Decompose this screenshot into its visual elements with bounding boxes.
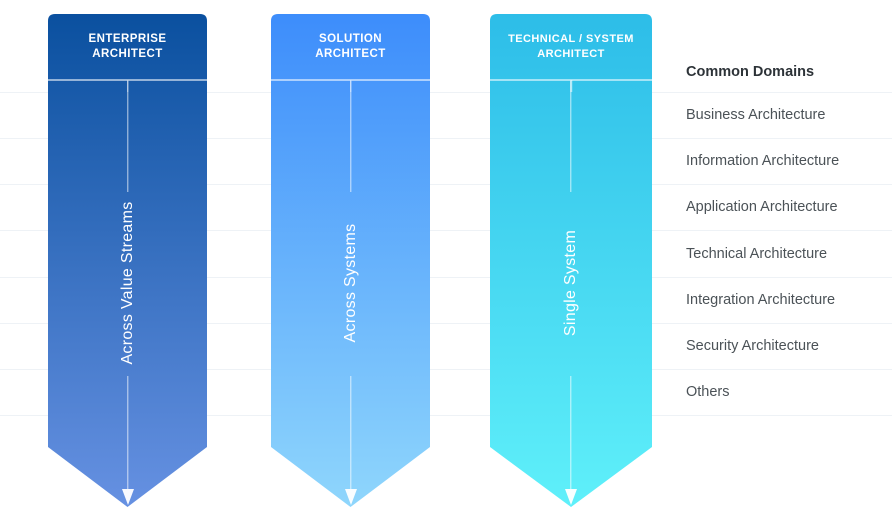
column-technical-system-architect[interactable]: TECHNICAL / SYSTEM ARCHITECT Single Syste… (490, 14, 652, 507)
domain-list-item-row[interactable]: Information Architecture (686, 150, 892, 172)
column-header-technical-system-architect: TECHNICAL / SYSTEM ARCHITECT (490, 14, 652, 79)
domain-list-item-label: Application Architecture (686, 199, 838, 215)
arrow-line-lower-technical-system-architect (570, 376, 572, 489)
arrow-head-solution-architect (344, 489, 357, 505)
column-caption-solution-architect: Across Systems (341, 223, 359, 343)
column-header-enterprise-architect: ENTERPRISE ARCHITECT (48, 14, 207, 79)
column-enterprise-architect[interactable]: ENTERPRISE ARCHITECT Across Value Streams (48, 14, 207, 507)
gridline-5 (0, 277, 892, 278)
column-caption-technical-system-architect: Single System (562, 229, 579, 337)
domain-list-item-row[interactable]: Integration Architecture (686, 289, 892, 311)
arrow-line-upper-solution-architect (349, 81, 352, 192)
column-shape-enterprise-architect (48, 14, 207, 507)
header-divider-enterprise-architect (48, 79, 207, 81)
column-header-solution-architect: SOLUTION ARCHITECT (271, 14, 430, 79)
arrow-line-upper-enterprise-architect (126, 81, 129, 192)
domain-list-item-label: Integration Architecture (686, 292, 836, 308)
domain-list-item-row[interactable]: Business Architecture (686, 104, 892, 126)
arrow-line-upper-technical-system-architect (570, 81, 572, 192)
gridline-3 (0, 184, 892, 185)
domain-list-item-label: Security Architecture (686, 338, 819, 354)
domain-list-item-label: Business Architecture (686, 107, 826, 123)
column-caption-enterprise-architect: Across Value Streams (118, 201, 136, 365)
gridline-4 (0, 230, 892, 231)
column-title-enterprise-architect: ENTERPRISE ARCHITECT (88, 33, 167, 60)
domain-list-item-label: Others (686, 384, 730, 400)
arrow-line-lower-enterprise-architect (126, 376, 129, 489)
gridline-7 (0, 369, 892, 370)
domain-list-item-row[interactable]: Application Architecture (686, 196, 892, 218)
gridline-1 (0, 92, 892, 93)
column-solution-architect[interactable]: SOLUTION ARCHITECT Across Systems (271, 14, 430, 507)
domain-list-heading-row: Common Domains (686, 61, 892, 83)
domain-list-item-label: Information Architecture (686, 153, 840, 169)
column-title-technical-system-architect: TECHNICAL / SYSTEM ARCHITECT (508, 33, 634, 60)
header-divider-solution-architect (271, 79, 430, 81)
arrow-head-enterprise-architect (121, 489, 134, 505)
column-title-solution-architect: SOLUTION ARCHITECT (315, 33, 386, 60)
column-shape-technical-system-architect (490, 14, 652, 507)
domain-list-item-row[interactable]: Others (686, 381, 892, 403)
domain-list-item-row[interactable]: Security Architecture (686, 335, 892, 357)
gridline-2 (0, 138, 892, 139)
header-divider-technical-system-architect (490, 79, 652, 81)
domain-list-heading: Common Domains (686, 64, 815, 80)
arrow-line-lower-solution-architect (349, 376, 352, 489)
gridline-8 (0, 415, 892, 416)
gridline-6 (0, 323, 892, 324)
domain-list-item-row[interactable]: Technical Architecture (686, 243, 892, 265)
domain-list-item-label: Technical Architecture (686, 245, 828, 262)
arrow-head-technical-system-architect (565, 489, 577, 505)
column-shape-solution-architect (271, 14, 430, 507)
